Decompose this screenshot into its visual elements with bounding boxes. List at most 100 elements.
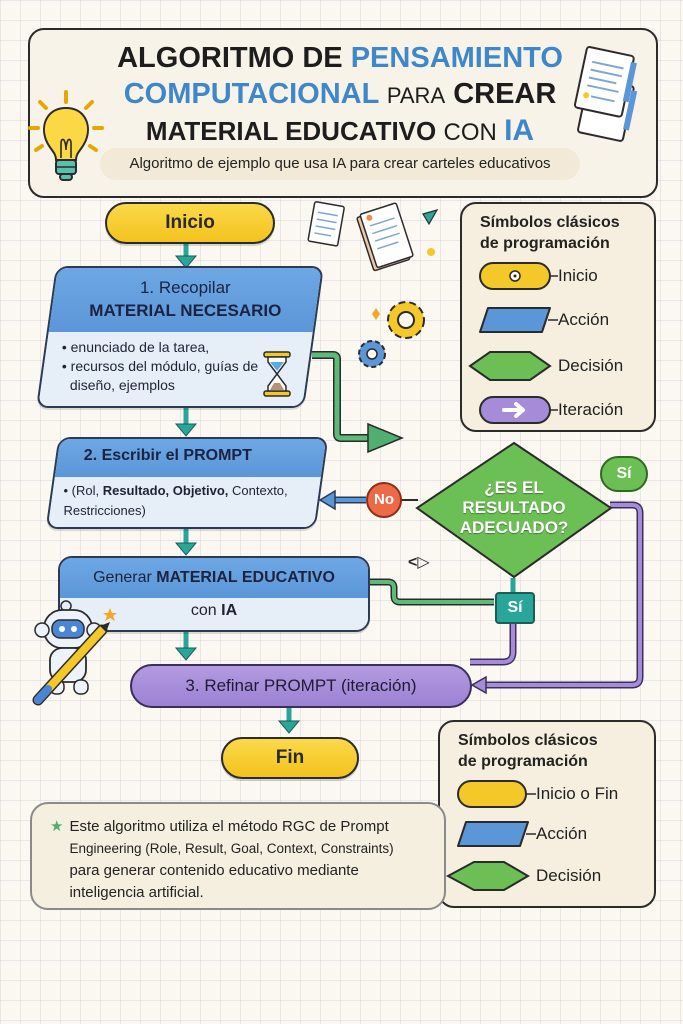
arrow-step1-to-step2 <box>174 405 198 437</box>
arrow-step3-to-end <box>277 706 301 734</box>
title-text: ALGORITMO DE <box>117 42 343 74</box>
legend-label: Iteración <box>558 400 624 419</box>
legend-label: Inicio o Fin <box>536 784 619 803</box>
note-box: ★ Este algoritmo utiliza el método RGC d… <box>30 802 446 910</box>
terminal-symbol-icon <box>457 780 536 808</box>
legend-title-text: de programación <box>458 753 588 770</box>
connector-loop-to-step3 <box>470 501 644 695</box>
title-line-3: MATERIAL EDUCATIVO CON IA <box>30 114 650 148</box>
robot-icon <box>32 600 117 706</box>
iteration-symbol-icon <box>479 396 558 424</box>
step2-body-bold: Resultado, Objetivo, <box>102 483 229 498</box>
terminal-symbol-icon <box>479 262 558 290</box>
legend-title-text: de programación <box>480 235 610 252</box>
legend-title-text: Símbolos clásicos <box>458 732 598 749</box>
legend-item-terminal: Inicio o Fin <box>456 778 618 810</box>
legend-bottom: Símbolos clásicos de programación Inicio… <box>438 720 656 908</box>
generate-text: con <box>190 602 222 619</box>
legend-bottom-title: Símbolos clásicos de programación <box>458 730 598 772</box>
legend-label: Decisión <box>536 866 602 885</box>
legend-item-action: Acción <box>478 304 609 336</box>
title-text: CON <box>443 119 497 146</box>
action-symbol-icon <box>479 307 558 333</box>
legend-item-terminal: Inicio <box>478 260 598 292</box>
yes-label: Sí <box>507 599 523 616</box>
title-text: PARA <box>386 83 446 108</box>
hourglass-icon <box>263 351 291 397</box>
code-brackets-icon: <▷ <box>408 554 430 571</box>
legend-item-action: Acción <box>456 818 587 850</box>
decision-text: ¿ES EL RESULTADO ADECUADO? <box>444 478 584 538</box>
step2-body: • (Rol, Resultado, Objetivo, Contexto, R… <box>63 483 288 518</box>
legend-top: Símbolos clásicos de programación Inicio… <box>460 202 656 432</box>
generate-text-bold: MATERIAL EDUCATIVO <box>156 569 335 586</box>
legend-label: Inicio <box>558 266 598 285</box>
arrow-no-to-step2 <box>318 489 366 511</box>
documents-icon <box>573 46 638 142</box>
title-line-2: COMPUTACIONAL PARA CREAR <box>30 78 650 111</box>
generate-action-box: Generar MATERIAL EDUCATIVO con IA <box>58 556 370 632</box>
decision-line: ADECUADO? <box>459 518 569 537</box>
decision-line: RESULTADO <box>462 498 566 517</box>
start-label: Inicio <box>165 212 215 233</box>
note-line: Este algoritmo utiliza el método RGC de … <box>69 818 389 835</box>
step3-label: 3. Refinar PROMPT (iteración) <box>185 676 417 695</box>
note-text: Este algoritmo utiliza el método RGC de … <box>69 816 393 904</box>
step1-bullet: • recursos del módulo, guías de diseño, … <box>61 358 259 393</box>
title-highlight: IA <box>504 114 535 147</box>
yes-badge: Sí <box>495 592 535 624</box>
end-label: Fin <box>275 747 305 768</box>
yes-speech-bubble: Sí <box>600 456 648 492</box>
title-highlight: PENSAMIENTO <box>350 42 563 74</box>
step2-action-box: 2. Escribir el PROMPT • (Rol, Resultado,… <box>45 437 329 529</box>
end-terminal: Fin <box>221 737 359 779</box>
step2-body-text: (Rol, <box>71 483 103 498</box>
arrow-start-to-step1 <box>174 243 198 269</box>
no-label: No <box>374 491 394 508</box>
gears-icon <box>358 301 425 368</box>
connector-yes-to-step3 <box>470 620 517 666</box>
step3-iteration: 3. Refinar PROMPT (iteración) <box>130 664 472 708</box>
no-badge: No <box>366 482 402 518</box>
decision-symbol-icon <box>445 861 530 891</box>
note-line: inteligencia artificial. <box>69 884 204 901</box>
action-symbol-icon <box>457 821 536 847</box>
paper-doodles-icon <box>307 201 439 272</box>
yes-bubble-label: Sí <box>616 465 632 482</box>
arrow-step1-to-decision <box>312 351 404 454</box>
start-terminal: Inicio <box>105 202 275 244</box>
step2-body-text: Restricciones) <box>63 503 146 518</box>
note-line: Engineering (Role, Result, Goal, Context… <box>69 841 394 856</box>
arrow-step2-to-generate <box>174 525 198 556</box>
step2-body-text: Contexto, <box>228 483 288 498</box>
legend-title-text: Símbolos clásicos <box>480 214 620 231</box>
decision-line: ¿ES EL <box>484 478 544 497</box>
step1-subtitle: MATERIAL NECESARIO <box>89 301 282 320</box>
title-highlight: COMPUTACIONAL <box>123 78 379 110</box>
step1-bullet-text: recursos del módulo, guías de diseño, ej… <box>69 358 259 393</box>
legend-label: Decisión <box>558 356 624 375</box>
generate-text: Generar <box>93 569 157 586</box>
legend-item-decision: Decisión <box>445 860 602 892</box>
legend-label: Acción <box>558 310 610 329</box>
note-content: ★ Este algoritmo utiliza el método RGC d… <box>50 816 394 904</box>
lightbulb-icon <box>28 90 104 181</box>
legend-item-iteration: Iteración <box>478 394 623 426</box>
subtitle: Algoritmo de ejemplo que usa IA para cre… <box>100 148 580 180</box>
legend-label: Acción <box>536 824 588 843</box>
generate-text-bold: IA <box>221 602 238 619</box>
decision-symbol-icon <box>468 351 552 381</box>
connector-generate-to-yes <box>368 578 494 606</box>
star-icon: ★ <box>50 818 64 835</box>
title-text: MATERIAL EDUCATIVO <box>145 116 437 146</box>
title-line-1: ALGORITMO DE PENSAMIENTO <box>30 42 650 75</box>
decision-diamond <box>415 441 613 579</box>
step2-title: 2. Escribir el PROMPT <box>83 447 252 464</box>
step1-title: 1. Recopilar <box>139 278 231 297</box>
step1-bullet-text: enunciado de la tarea, <box>70 339 210 355</box>
arrow-generate-to-step3 <box>174 630 198 661</box>
legend-item-decision: Decisión <box>468 350 623 382</box>
title-text: CREAR <box>453 78 557 110</box>
note-line: para generar contenido educativo mediant… <box>69 862 359 879</box>
